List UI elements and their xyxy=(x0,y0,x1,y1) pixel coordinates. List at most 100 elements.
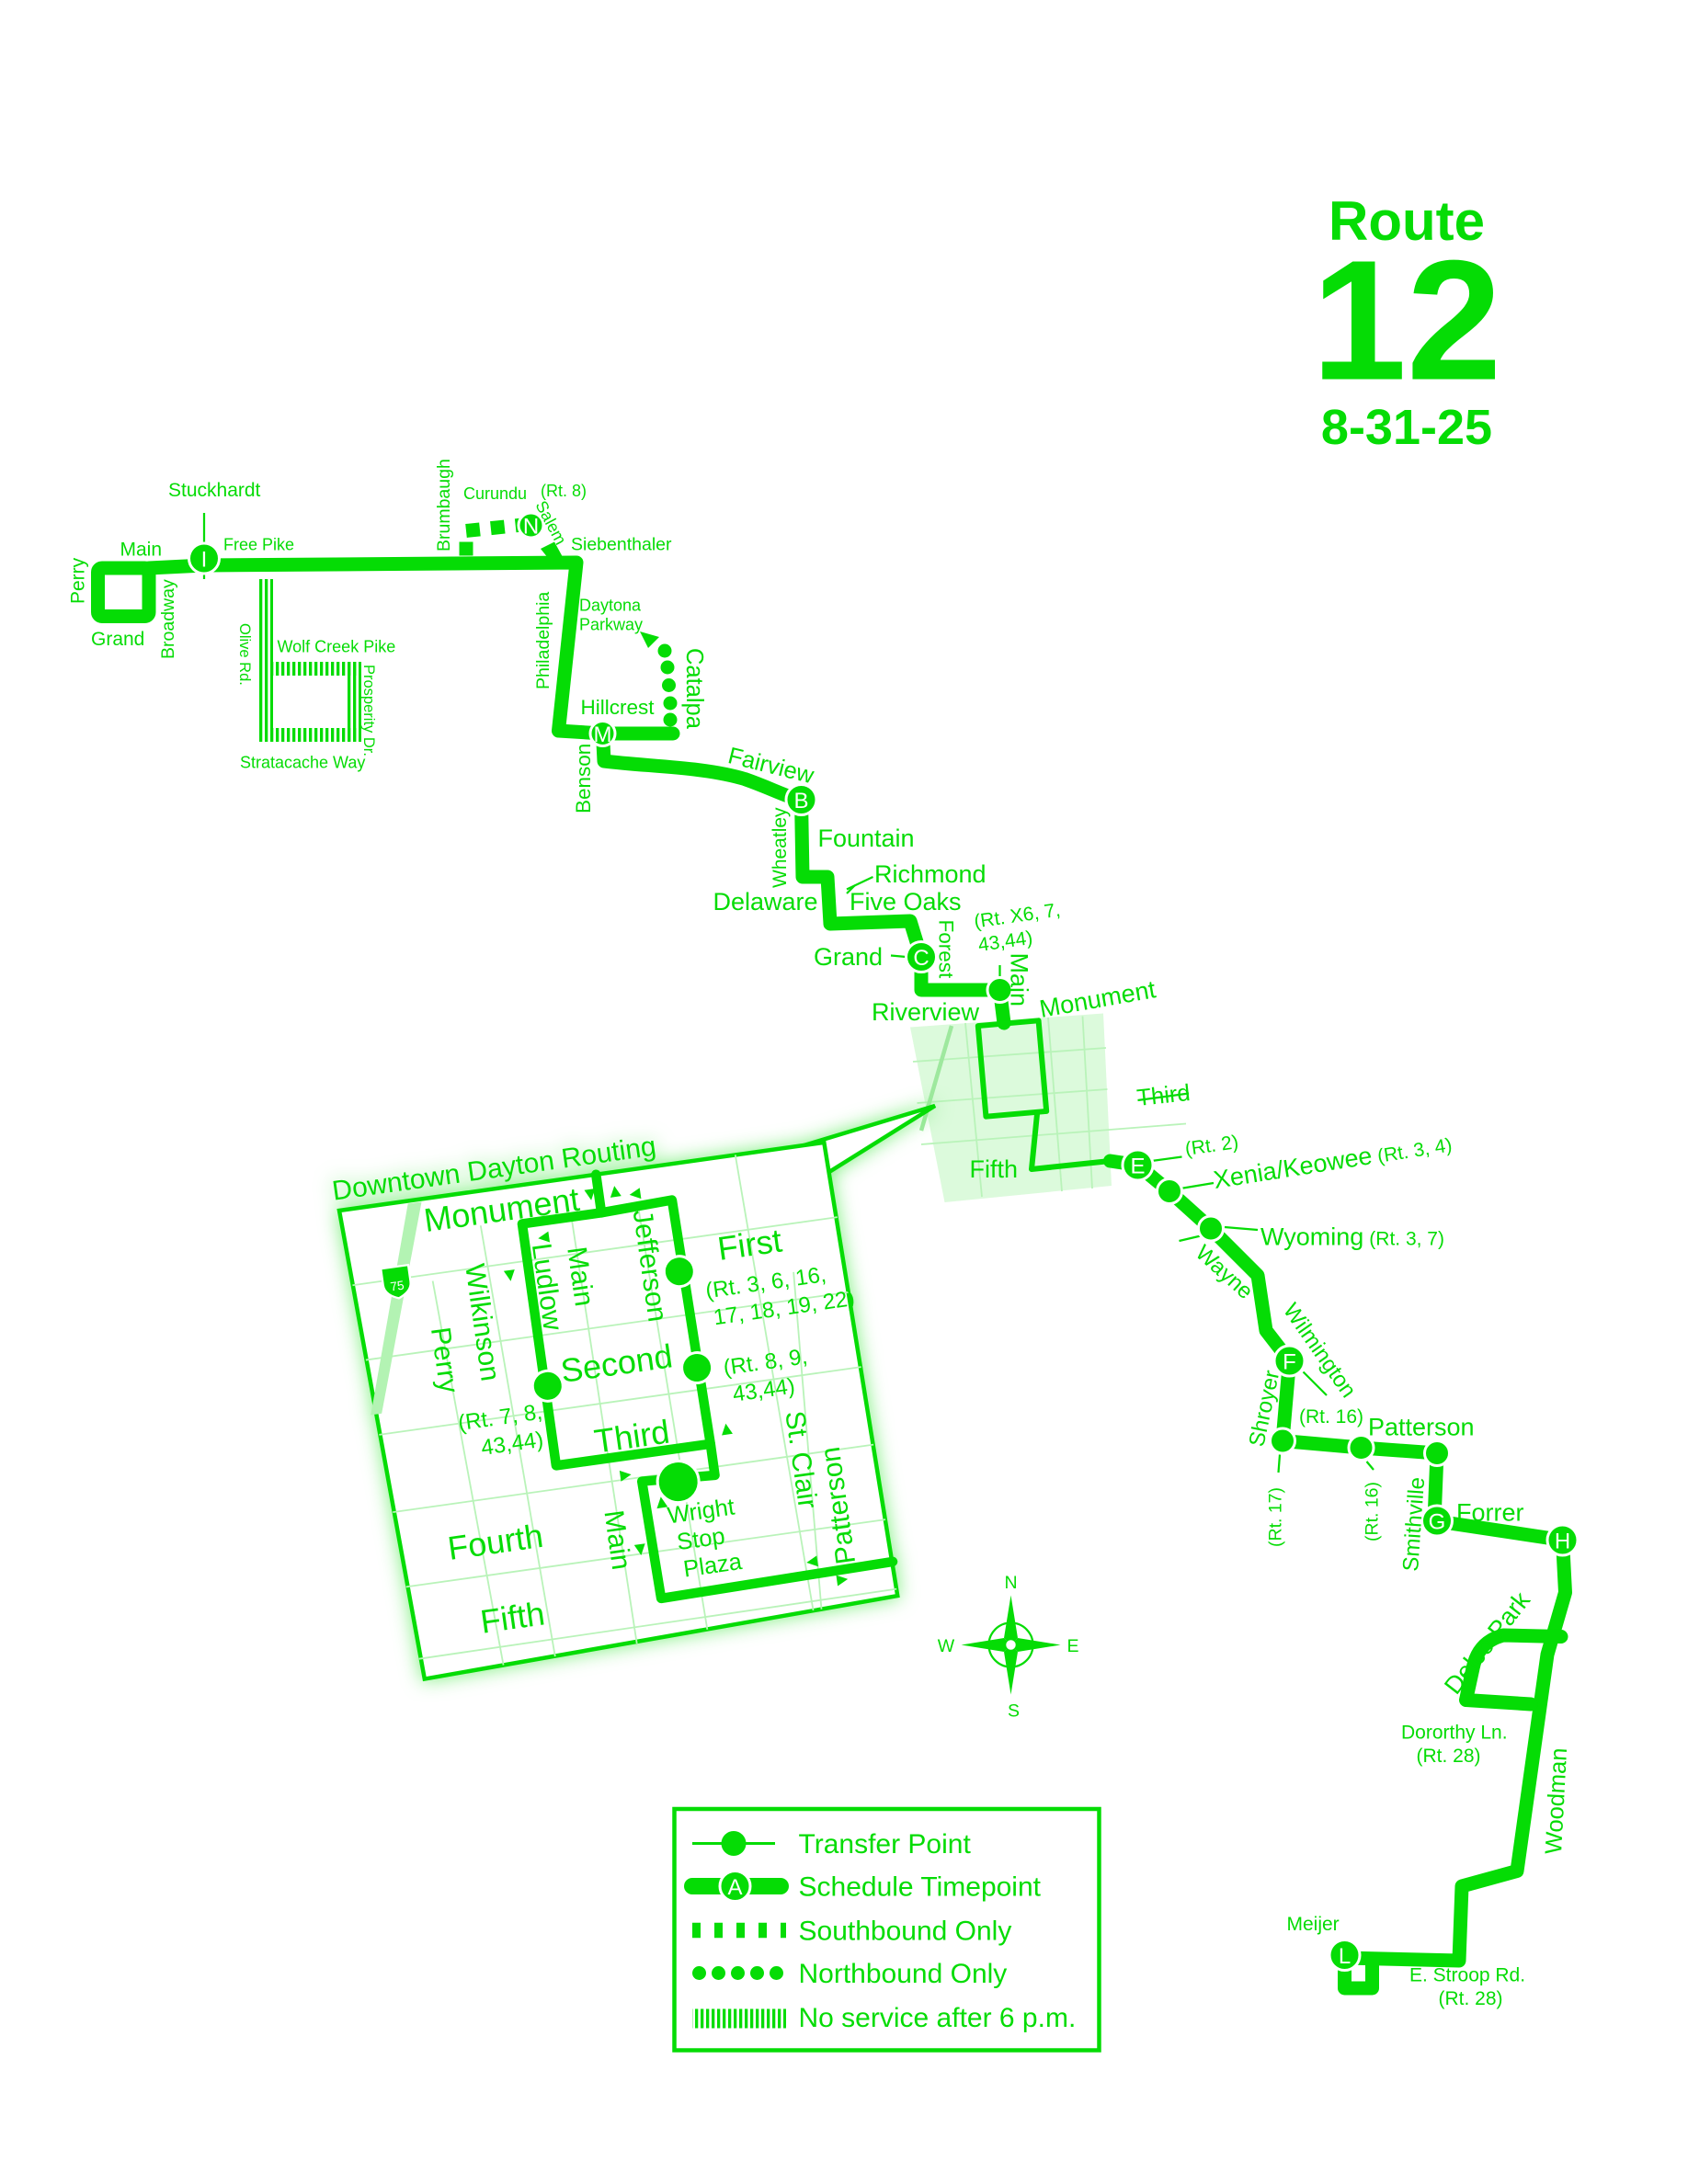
label-stuckhardt: Stuckhardt xyxy=(168,480,261,501)
transfer-point xyxy=(1423,1439,1451,1467)
transfer-point xyxy=(986,976,1014,1004)
wright-stop-plaza-hub xyxy=(656,1460,701,1505)
svg-text:I: I xyxy=(201,548,208,573)
svg-text:N: N xyxy=(523,515,539,540)
svg-text:75: 75 xyxy=(390,1279,405,1294)
timepoint-I: I xyxy=(188,541,221,575)
compass-n: N xyxy=(1004,1573,1017,1593)
timepoint-G: G xyxy=(1420,1504,1454,1538)
transfer-point xyxy=(1197,1214,1225,1243)
svg-text:F: F xyxy=(1283,1350,1296,1375)
label-free-pike: Free Pike xyxy=(223,536,294,554)
label-rt16-a: (Rt. 16) xyxy=(1299,1406,1363,1428)
label-forrer: Forrer xyxy=(1456,1499,1524,1527)
label-daytona-1: Daytona xyxy=(579,597,642,615)
label-stratacache-way: Stratacache Way xyxy=(240,754,365,772)
label-rt8: (Rt. 8) xyxy=(541,482,587,500)
inset-direction-arrows xyxy=(503,1186,849,1587)
label-hillcrest: Hillcrest xyxy=(581,696,656,719)
route-title: Route 12 8-31-25 xyxy=(1312,190,1502,455)
label-third: Third xyxy=(1135,1080,1192,1111)
svg-text:Transfer Point: Transfer Point xyxy=(799,1829,972,1860)
compass-s: S xyxy=(1008,1701,1020,1722)
transfer-point-second-jefferson xyxy=(680,1351,714,1385)
transfer-point-first-jefferson xyxy=(662,1255,696,1289)
inset-street-grid xyxy=(352,1155,897,1666)
legend: Transfer Point A Schedule Timepoint Sout… xyxy=(672,1806,1101,2053)
transfer-point xyxy=(1347,1434,1375,1462)
legend-no-service-after-6pm: No service after 6 p.m. xyxy=(692,2003,1076,2033)
label-daytona-2: Parkway xyxy=(579,616,643,634)
route-label: Route xyxy=(1329,190,1485,252)
timepoint-B: B xyxy=(784,783,818,816)
timepoint-M: M xyxy=(588,720,617,747)
compass-rose-icon: N S W E xyxy=(938,1573,1079,1721)
label-wheatley: Wheatley xyxy=(770,807,791,888)
route-date: 8-31-25 xyxy=(1321,400,1492,455)
svg-text:L: L xyxy=(1339,1944,1351,1969)
svg-text:B: B xyxy=(793,789,808,813)
svg-text:C: C xyxy=(913,946,929,971)
svg-text:E: E xyxy=(1130,1155,1145,1179)
label-xenia-keowee: Xenia/Keowee(Rt. 3, 4) xyxy=(1212,1129,1454,1194)
southbound-only-segment xyxy=(459,517,532,556)
label-dorothy-2: (Rt. 28) xyxy=(1417,1746,1481,1767)
label-richmond: Richmond xyxy=(874,860,987,888)
inset-label-first: First xyxy=(715,1222,784,1268)
inset-label-fifth: Fifth xyxy=(478,1594,547,1640)
legend-schedule-timepoint: A Schedule Timepoint xyxy=(684,1870,1042,1903)
svg-text:Southbound Only: Southbound Only xyxy=(799,1917,1012,1947)
legend-northbound-only: Northbound Only xyxy=(692,1959,1007,1989)
timepoint-L: L xyxy=(1328,1939,1362,1972)
label-curundu: Curundu xyxy=(463,484,527,503)
interstate-75 xyxy=(371,1201,422,1416)
label-fountain: Fountain xyxy=(818,825,915,852)
downtown-inset: 75 Downtown Dayton Routing Monument Ludl… xyxy=(330,1103,937,1682)
label-delco-park: Delco Park xyxy=(1439,1587,1535,1700)
label-catalpa: Catalpa xyxy=(681,648,707,730)
label-wolf-creek-pike: Wolf Creek Pike xyxy=(278,638,396,656)
transfer-point-second-ludlow xyxy=(530,1369,565,1403)
label-rt-x6-2: 43,44) xyxy=(976,927,1033,956)
label-rt2: (Rt. 2) xyxy=(1183,1132,1239,1160)
transfer-point xyxy=(1269,1427,1296,1455)
label-philadelphia: Philadelphia xyxy=(533,592,553,689)
timepoint-N: N xyxy=(517,511,545,540)
label-grand-west: Grand xyxy=(91,629,144,650)
northbound-only-segment xyxy=(657,643,678,727)
compass-e: E xyxy=(1066,1636,1078,1656)
label-perry: Perry xyxy=(68,557,89,604)
interstate-75-shield-icon: 75 xyxy=(379,1263,412,1300)
label-five-oaks: Five Oaks xyxy=(850,888,962,916)
label-benson: Benson xyxy=(572,744,595,813)
timepoint-E: E xyxy=(1121,1148,1155,1182)
no-evening-service-segment xyxy=(257,579,361,742)
svg-text:No service after 6 p.m.: No service after 6 p.m. xyxy=(799,2003,1077,2033)
label-stroop-1: E. Stroop Rd. xyxy=(1409,1965,1525,1986)
label-broadway: Broadway xyxy=(158,579,178,659)
label-rt17: (Rt. 17) xyxy=(1266,1487,1286,1547)
timepoint-F: F xyxy=(1272,1344,1306,1378)
transfer-points xyxy=(986,976,1451,1467)
label-stroop-2: (Rt. 28) xyxy=(1439,1988,1503,2009)
label-grand: Grand xyxy=(814,943,883,971)
label-dorothy-1: Dororthy Ln. xyxy=(1401,1723,1508,1744)
label-delaware: Delaware xyxy=(713,888,818,916)
svg-text:Northbound Only: Northbound Only xyxy=(799,1959,1008,1989)
svg-text:M: M xyxy=(594,722,612,747)
label-riverview: Riverview xyxy=(872,998,980,1026)
inset-frame xyxy=(336,1140,900,1682)
label-meijer: Meijer xyxy=(1287,1914,1340,1935)
label-rt-x6-1: (Rt. X6, 7, xyxy=(973,900,1062,933)
legend-southbound-only: Southbound Only xyxy=(692,1917,1011,1947)
label-woodman: Woodman xyxy=(1541,1747,1572,1855)
label-prosperity-dr: Prosperity Dr. xyxy=(360,665,377,756)
label-main-west: Main xyxy=(120,540,163,561)
timepoint-H: H xyxy=(1545,1523,1580,1557)
label-patterson: Patterson xyxy=(1368,1414,1475,1441)
legend-transfer-point: Transfer Point xyxy=(692,1829,971,1860)
label-rt16-b: (Rt. 16) xyxy=(1363,1482,1383,1541)
label-main: Main xyxy=(1006,953,1033,1007)
route-number: 12 xyxy=(1312,226,1502,416)
